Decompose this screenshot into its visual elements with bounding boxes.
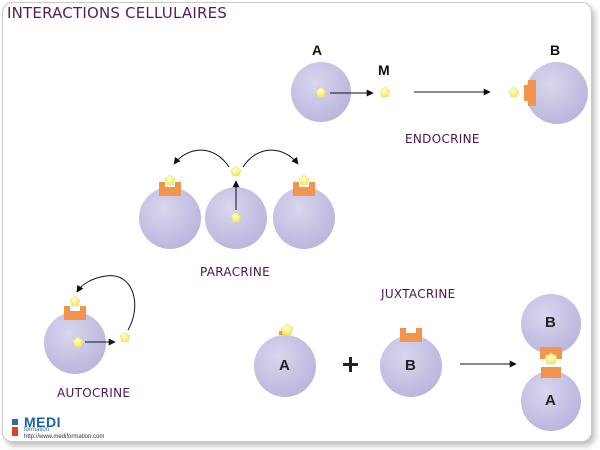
paracrine-ligand-secreted (230, 165, 242, 177)
paracrine-ligand-left (164, 174, 176, 186)
paracrine-label: PARACRINE (200, 265, 271, 279)
endocrine-label: ENDOCRINE (405, 132, 480, 146)
juxtacrine-cell-b-receptor (400, 328, 422, 342)
autocrine-label: AUTOCRINE (57, 386, 131, 400)
juxtacrine-plus-v (349, 357, 352, 372)
endocrine-cell-b (526, 62, 588, 124)
juxtacrine-label: JUXTACRINE (381, 287, 456, 301)
autocrine-receptor (64, 306, 86, 320)
juxtacrine-pair-bottom-letter: A (545, 392, 556, 409)
juxtacrine-cell-a-letter: A (279, 357, 290, 374)
paracrine-ligand-inside (230, 211, 242, 223)
autocrine-bound-ligand (69, 295, 81, 307)
logo-sub: formation (24, 427, 50, 433)
juxtacrine-cell-a (254, 335, 316, 397)
autocrine-ligand-inside (72, 336, 84, 348)
endocrine-cell-b-letter: B (550, 42, 561, 58)
slide-title: INTERACTIONS CELLULAIRES (7, 4, 227, 22)
endocrine-bound-ligand (508, 86, 520, 98)
logo: MEDI formation http://www.mediformation.… (10, 414, 130, 442)
juxtacrine-pair-ligand-stalk (541, 367, 561, 378)
juxtacrine-cell-b-letter: B (405, 357, 416, 374)
logo-mark-bottom (12, 427, 18, 436)
paracrine-receptor-left (159, 182, 181, 196)
juxtacrine-cell-b (380, 335, 442, 397)
endocrine-cell-a-letter: A (312, 42, 323, 58)
endocrine-receptor (524, 80, 536, 106)
autocrine-return-arrow (76, 275, 136, 331)
juxtacrine-pair-cell-b (521, 294, 581, 354)
paracrine-ligand-right (298, 174, 310, 186)
juxtacrine-cell-a-ligand (280, 323, 294, 336)
paracrine-receptor-right (293, 182, 315, 196)
autocrine-ligand-secreted (119, 331, 131, 343)
juxtacrine-pair-cell-a (521, 371, 581, 431)
logo-brand: MEDI (24, 414, 61, 430)
juxtacrine-pair-top-letter: B (545, 314, 556, 331)
paracrine-cell-left (139, 187, 201, 249)
paracrine-arrow-right (242, 149, 299, 168)
endocrine-messenger-letter: M (378, 62, 390, 78)
paracrine-cell-right (273, 187, 335, 249)
juxtacrine-pair-ligand (544, 352, 558, 365)
endocrine-ligand-inside (315, 86, 327, 98)
logo-url: http://www.mediformation.com (24, 434, 105, 440)
endocrine-messenger-ligand (379, 86, 391, 98)
paracrine-arrow-left (173, 149, 230, 168)
logo-mark-top (12, 419, 18, 425)
